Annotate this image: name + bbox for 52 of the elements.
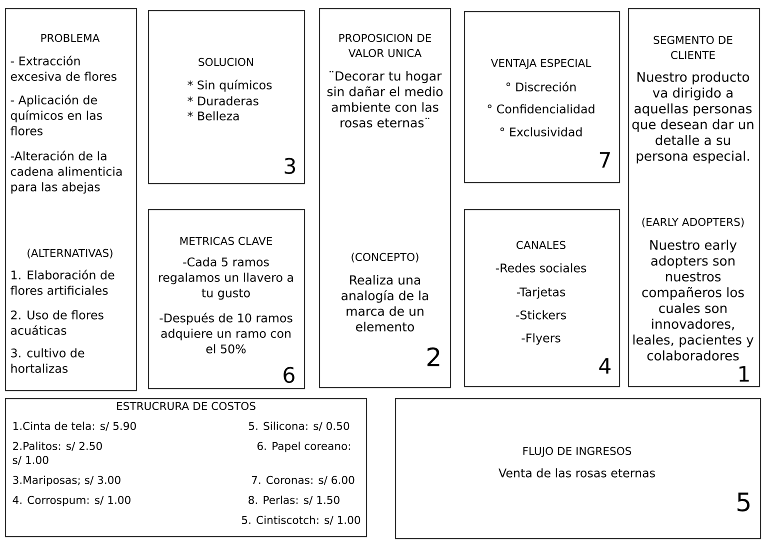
paragraph: -Flyers [522, 333, 560, 345]
paragraph: ° Confidencialidad [488, 104, 594, 114]
section-number: 6 [284, 366, 294, 383]
paragraph: Nuestro early adopters son nuestros compañeros los cuales son innovadores, leales, pacientes y colaboradores [633, 240, 754, 360]
paragraph: -Cada 5 ramos regalamos un llavero a tu gusto [159, 257, 293, 300]
paragraph: Nuestro producto va dirigido a aquellas personas que desean dar un detalle a su persona especial. [632, 72, 754, 164]
paragraph: -Stickers [516, 310, 566, 320]
section-number: 7 [600, 152, 610, 168]
cost-item: 7. Coronas: s/ 6.00 [252, 476, 354, 485]
paragraph: -Redes sociales [496, 263, 586, 272]
section-heading: (EARLY ADOPTERS) [642, 218, 744, 228]
paragraph: ° Discreción [506, 82, 576, 92]
cost-item: 6. Papel coreano: [257, 442, 350, 452]
paragraph: -Tarjetas [516, 287, 566, 299]
section-heading: VENTAJA ESPECIAL [490, 58, 592, 70]
cost-item: 5. Cintiscotch: s/ 1.00 [242, 516, 360, 525]
paragraph: ¨Decorar tu hogar sin dañar el medio ambiente con las rosas eternas¨ [327, 71, 443, 128]
section-number: 5 [738, 492, 750, 512]
paragraph: * Belleza [188, 111, 239, 120]
section-heading: (ALTERNATIVAS) [28, 248, 112, 258]
section-number: 1 [740, 366, 749, 382]
paragraph: -Después de 10 ramos adquiere un ramo con el 50% [160, 312, 292, 354]
cost-item: 5. Silicona: s/ 0.50 [248, 422, 350, 431]
paragraph: ° Exclusividad [500, 127, 582, 136]
section-heading: SEGMENTO DE CLIENTE [654, 36, 732, 60]
paragraph: Realiza una analogía de la marca de un elemento [342, 275, 428, 332]
paragraph: * Duraderas [188, 96, 258, 106]
paragraph: 1. Elaboración de flores artificiales [10, 270, 114, 295]
section-heading: FLUJO DE INGRESOS [523, 446, 632, 458]
section-heading: METRICAS CLAVE [180, 236, 272, 246]
paragraph: - Aplicación de químicos en las flores [10, 94, 102, 136]
section-heading: PROBLEMA [41, 34, 100, 42]
cost-item: 2.Palitos: s/ 2.50 [13, 442, 102, 451]
paragraph: -Alteración de la cadena alimenticia para las abejas [10, 150, 122, 194]
section-number: 2 [427, 347, 440, 366]
section-number: 4 [599, 358, 611, 374]
paragraph: - Extracción excesiva de flores [10, 56, 116, 81]
paragraph: 2. Uso de flores acuáticas [10, 310, 104, 335]
paragraph: * Sin químicos [188, 80, 272, 92]
section-number: 3 [284, 158, 296, 174]
cost-item: 4. Corrospum: s/ 1.00 [12, 496, 130, 506]
section-heading: PROPOSICION DE VALOR UNICA [339, 34, 432, 58]
cost-item: 8. Perlas: s/ 1.50 [248, 496, 340, 505]
paragraph: Venta de las rosas eternas [498, 468, 655, 478]
cost-item: s/ 1.00 [12, 456, 48, 465]
section-heading: SOLUCION [198, 58, 253, 66]
cost-item: 1.Cinta de tela: s/ 5.90 [13, 422, 136, 431]
paragraph: 3. cultivo de hortalizas [11, 348, 84, 373]
section-heading: (CONCEPTO) [352, 252, 418, 262]
section-heading: ESTRUCRURA DE COSTOS [117, 402, 256, 410]
cost-item: 3.Mariposas; s/ 3.00 [13, 476, 120, 486]
section-heading: CANALES [516, 240, 566, 250]
